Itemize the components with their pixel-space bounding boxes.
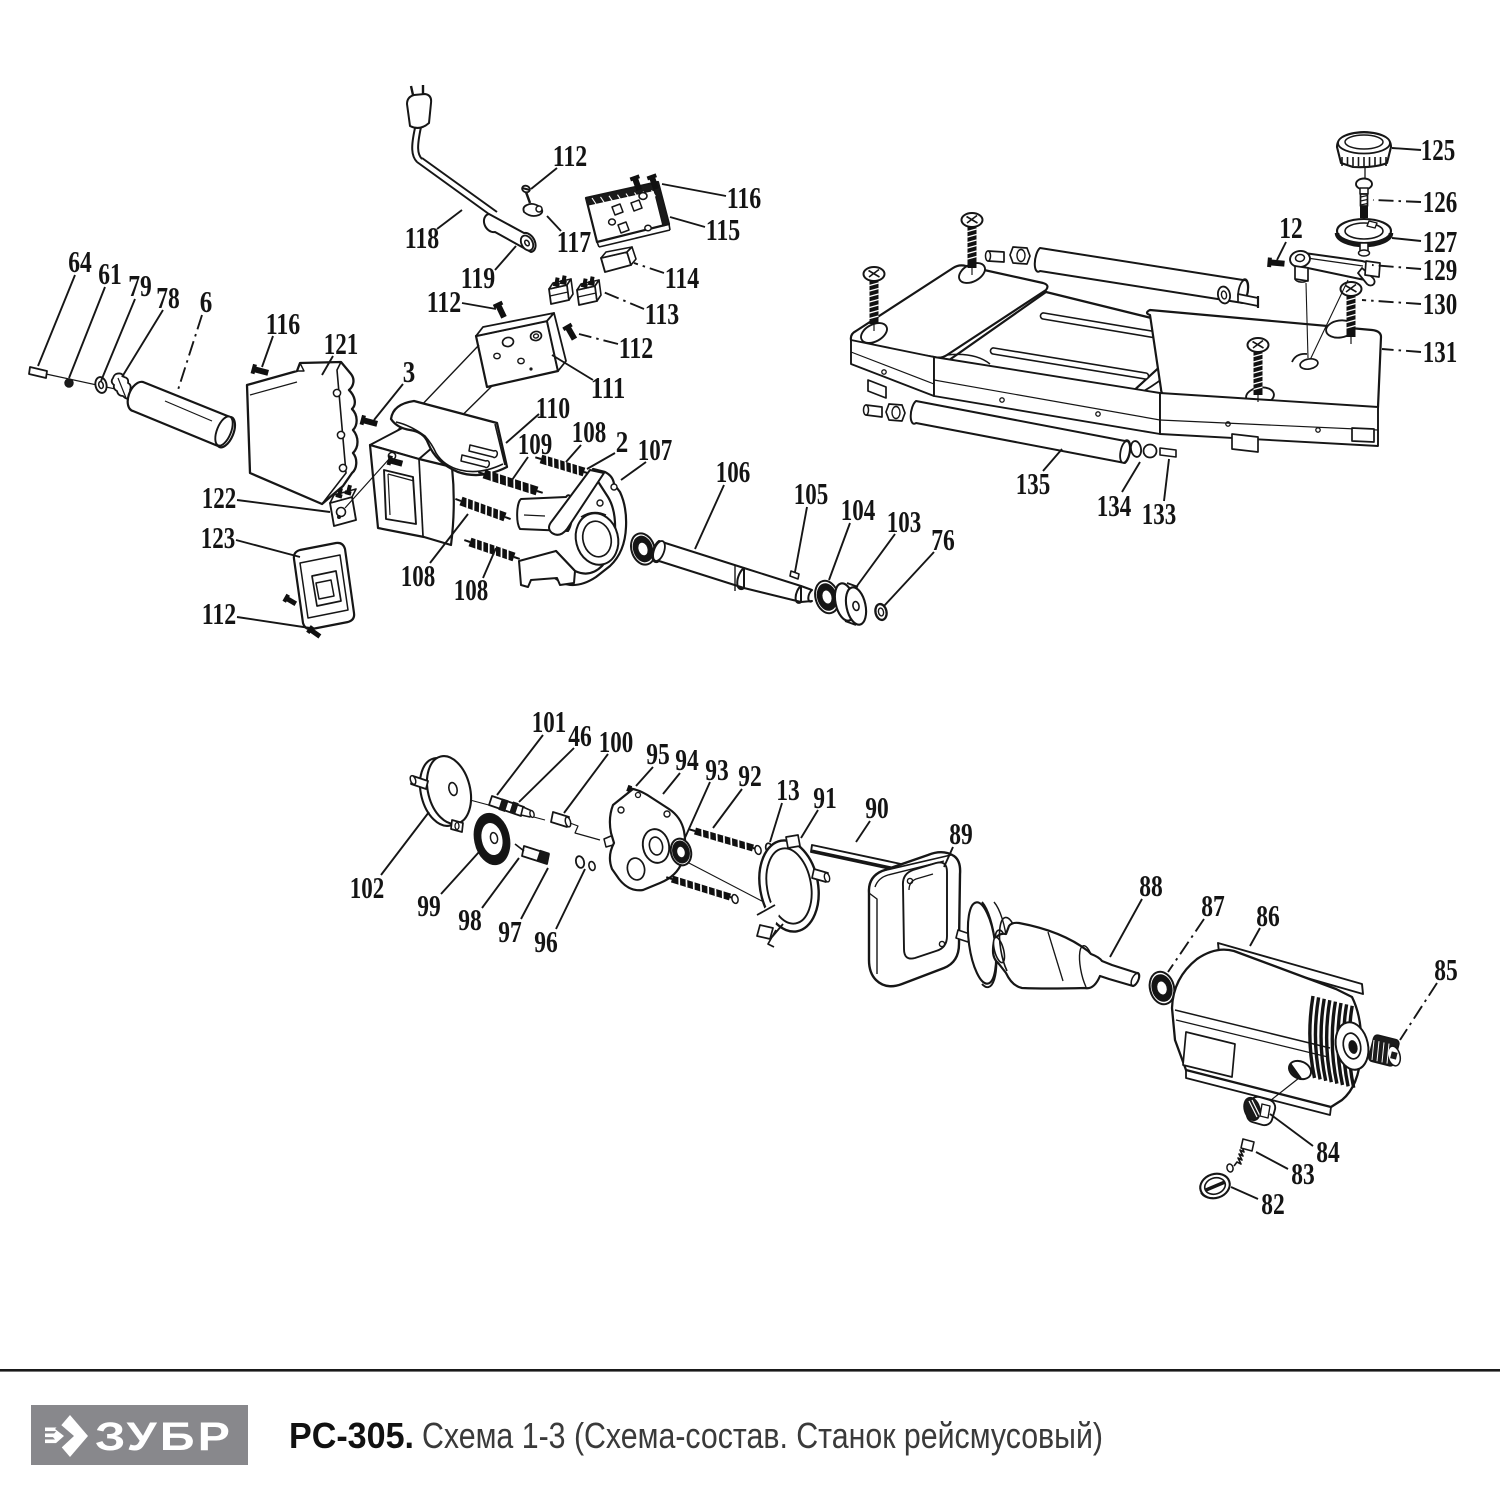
svg-text:123: 123 bbox=[201, 520, 236, 555]
svg-text:96: 96 bbox=[534, 924, 558, 959]
svg-text:108: 108 bbox=[572, 414, 607, 449]
svg-text:99: 99 bbox=[417, 888, 441, 923]
svg-text:133: 133 bbox=[1142, 496, 1177, 531]
svg-text:93: 93 bbox=[705, 752, 729, 787]
svg-text:106: 106 bbox=[716, 454, 751, 489]
svg-text:116: 116 bbox=[727, 180, 762, 215]
svg-text:114: 114 bbox=[665, 260, 700, 295]
svg-text:112: 112 bbox=[619, 330, 654, 365]
svg-text:13: 13 bbox=[776, 772, 800, 807]
svg-text:112: 112 bbox=[202, 596, 237, 631]
svg-text:98: 98 bbox=[458, 902, 482, 937]
svg-text:ЗУБР: ЗУБР bbox=[95, 1415, 233, 1459]
svg-text:118: 118 bbox=[405, 220, 440, 255]
svg-text:121: 121 bbox=[324, 326, 359, 361]
svg-text:122: 122 bbox=[202, 480, 237, 515]
svg-text:126: 126 bbox=[1423, 184, 1458, 219]
svg-text:79: 79 bbox=[128, 268, 152, 303]
svg-text:90: 90 bbox=[865, 790, 889, 825]
svg-text:134: 134 bbox=[1097, 488, 1132, 523]
svg-text:78: 78 bbox=[156, 280, 180, 315]
svg-text:111: 111 bbox=[591, 370, 626, 405]
svg-text:129: 129 bbox=[1423, 252, 1458, 287]
svg-text:115: 115 bbox=[706, 212, 741, 247]
svg-text:112: 112 bbox=[553, 138, 588, 173]
svg-text:61: 61 bbox=[98, 256, 122, 291]
svg-text:135: 135 bbox=[1016, 466, 1051, 501]
svg-text:127: 127 bbox=[1423, 224, 1458, 259]
svg-text:117: 117 bbox=[557, 224, 592, 259]
svg-text:101: 101 bbox=[532, 704, 567, 739]
svg-text:88: 88 bbox=[1139, 868, 1163, 903]
svg-text:94: 94 bbox=[675, 742, 699, 777]
svg-text:103: 103 bbox=[887, 504, 922, 539]
svg-text:130: 130 bbox=[1423, 286, 1458, 321]
svg-text:12: 12 bbox=[1279, 210, 1303, 245]
svg-text:46: 46 bbox=[568, 718, 592, 753]
svg-text:2: 2 bbox=[616, 424, 629, 459]
svg-text:89: 89 bbox=[949, 816, 973, 851]
svg-text:76: 76 bbox=[931, 522, 955, 557]
svg-text:112: 112 bbox=[427, 284, 462, 319]
svg-text:83: 83 bbox=[1291, 1156, 1315, 1191]
svg-text:97: 97 bbox=[498, 914, 522, 949]
svg-text:91: 91 bbox=[813, 780, 837, 815]
svg-text:87: 87 bbox=[1201, 888, 1225, 923]
svg-text:109: 109 bbox=[518, 426, 553, 461]
svg-text:6: 6 bbox=[200, 284, 213, 319]
svg-text:131: 131 bbox=[1423, 334, 1458, 369]
svg-text:107: 107 bbox=[638, 432, 673, 467]
svg-text:100: 100 bbox=[599, 724, 634, 759]
svg-text:119: 119 bbox=[461, 260, 496, 295]
svg-text:82: 82 bbox=[1261, 1186, 1285, 1221]
svg-text:3: 3 bbox=[403, 354, 416, 389]
svg-text:116: 116 bbox=[266, 306, 301, 341]
svg-text:85: 85 bbox=[1434, 952, 1458, 987]
svg-text:95: 95 bbox=[646, 736, 670, 771]
svg-text:113: 113 bbox=[645, 296, 680, 331]
svg-text:125: 125 bbox=[1421, 132, 1456, 167]
svg-text:102: 102 bbox=[350, 870, 385, 905]
svg-text:86: 86 bbox=[1256, 898, 1280, 933]
svg-text:110: 110 bbox=[536, 390, 571, 425]
svg-text:64: 64 bbox=[68, 244, 92, 279]
svg-text:105: 105 bbox=[794, 476, 829, 511]
svg-text:PC-305.Схема 1-3 (Схема-состав: PC-305.Схема 1-3 (Схема-состав. Станок р… bbox=[289, 1415, 1103, 1456]
svg-text:108: 108 bbox=[401, 558, 436, 593]
svg-text:108: 108 bbox=[454, 572, 489, 607]
svg-text:92: 92 bbox=[738, 758, 762, 793]
svg-text:84: 84 bbox=[1316, 1134, 1340, 1169]
svg-text:104: 104 bbox=[841, 492, 876, 527]
